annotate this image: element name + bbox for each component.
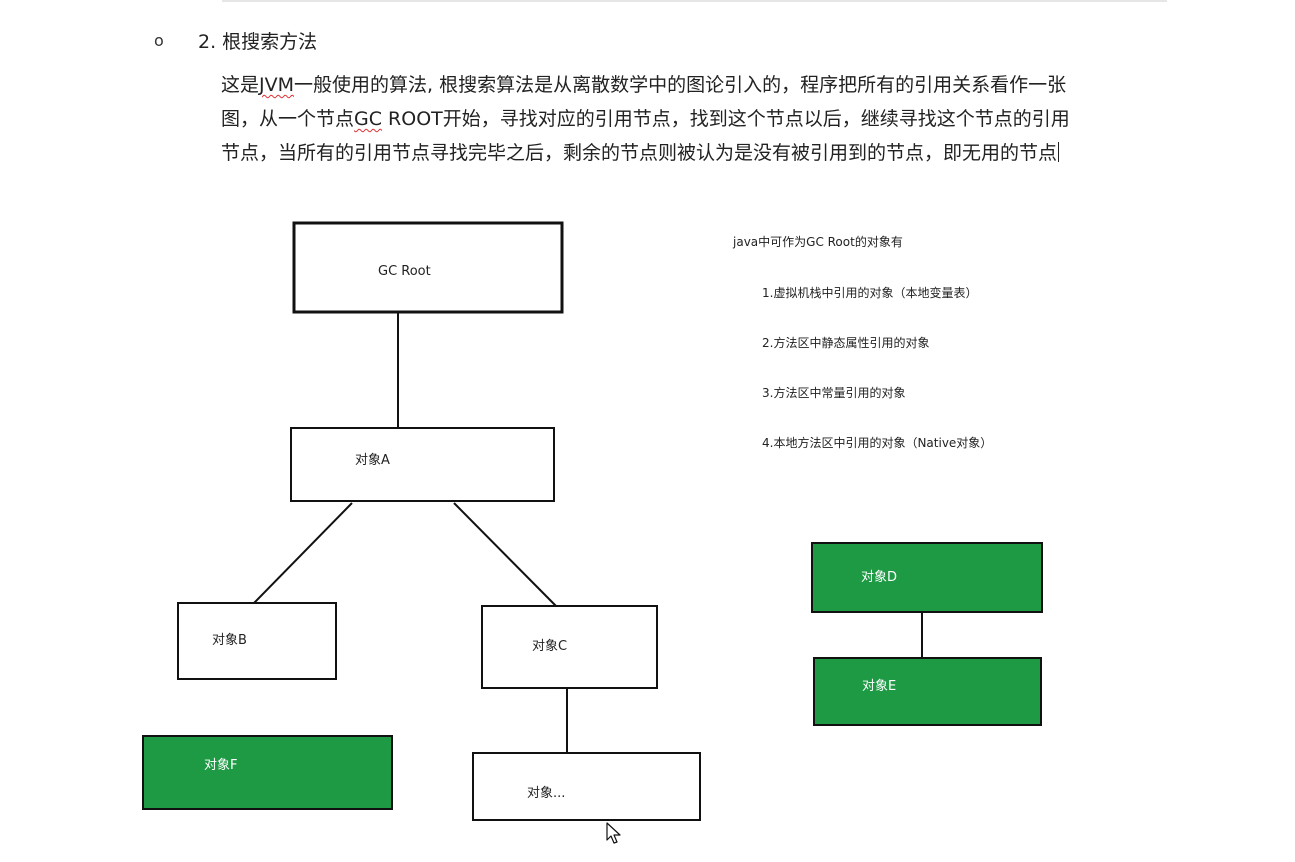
node-object-a-label: 对象A: [355, 453, 390, 468]
gc-roots-item-3: 3.方法区中常量引用的对象: [762, 386, 906, 400]
paragraph-line-1: 这是JVM一般使用的算法, 根搜索算法是从离散数学中的图论引入的，程序把所有的引…: [221, 74, 1067, 96]
mouse-pointer-icon: [606, 822, 621, 844]
spellcheck-word: JVM: [259, 74, 295, 96]
node-object-e: [813, 657, 1042, 726]
node-object-b-label: 对象B: [212, 633, 247, 648]
paragraph-line-2: 图，从一个节点GC ROOT开始，寻找对应的引用节点，找到这个节点以后，继续寻找…: [221, 108, 1070, 130]
text-caret: [1058, 142, 1060, 162]
edge-a-b: [253, 502, 353, 604]
paragraph-line-3: 节点，当所有的引用节点寻找完毕之后，剩余的节点则被认为是没有被引用到的节点，即无…: [221, 142, 1060, 164]
description-paragraph[interactable]: 这是JVM一般使用的算法, 根搜索算法是从离散数学中的图论引入的，程序把所有的引…: [221, 68, 1181, 170]
node-object-more-label: 对象...: [527, 786, 565, 801]
node-object-d-label: 对象D: [861, 570, 897, 585]
node-object-a: [290, 427, 555, 502]
node-object-e-label: 对象E: [862, 679, 896, 694]
list-bullet: o: [154, 31, 164, 50]
gc-roots-item-2: 2.方法区中静态属性引用的对象: [762, 336, 930, 350]
section-heading: 2. 根搜索方法: [198, 31, 318, 53]
node-object-b: [177, 602, 337, 680]
node-object-d: [811, 542, 1043, 613]
gc-roots-item-1: 1.虚拟机栈中引用的对象（本地变量表）: [762, 286, 978, 300]
gc-roots-item-4: 4.本地方法区中引用的对象（Native对象）: [762, 436, 993, 450]
node-object-f-label: 对象F: [204, 758, 237, 773]
top-divider: [222, 0, 1167, 2]
node-object-c: [481, 605, 658, 689]
spellcheck-word: GC: [354, 108, 383, 130]
edge-a-c: [453, 502, 557, 607]
node-gc-root: [292, 221, 564, 314]
node-gc-root-label: GC Root: [378, 264, 431, 279]
gc-roots-title: java中可作为GC Root的对象有: [733, 235, 903, 249]
node-object-f: [142, 735, 393, 810]
node-object-more: [472, 752, 701, 821]
node-object-c-label: 对象C: [532, 639, 567, 654]
